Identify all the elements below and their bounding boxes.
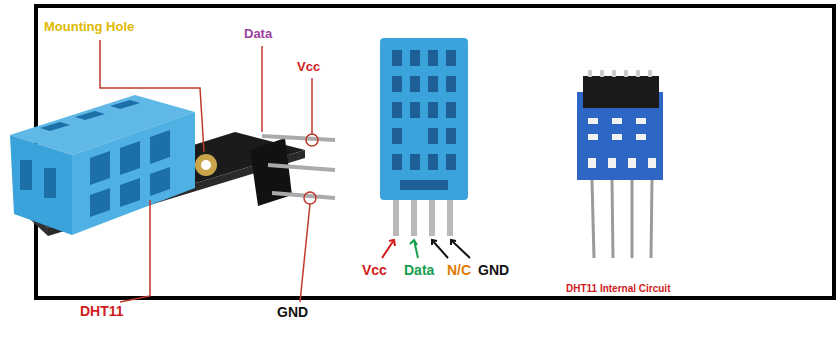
pin-label: Data [404,262,434,278]
pin-label: Vcc [362,262,387,278]
pin-label: Data [244,27,272,42]
pin-label: N/C [447,262,471,278]
pin-label: GND [478,262,509,278]
part-label: DHT11 [80,303,124,319]
pin-label: GND [277,304,308,320]
caption-label: DHT11 Internal Circuit [566,283,670,295]
pin-label: Vcc [297,60,320,75]
part-label: Mounting Hole [44,20,134,35]
